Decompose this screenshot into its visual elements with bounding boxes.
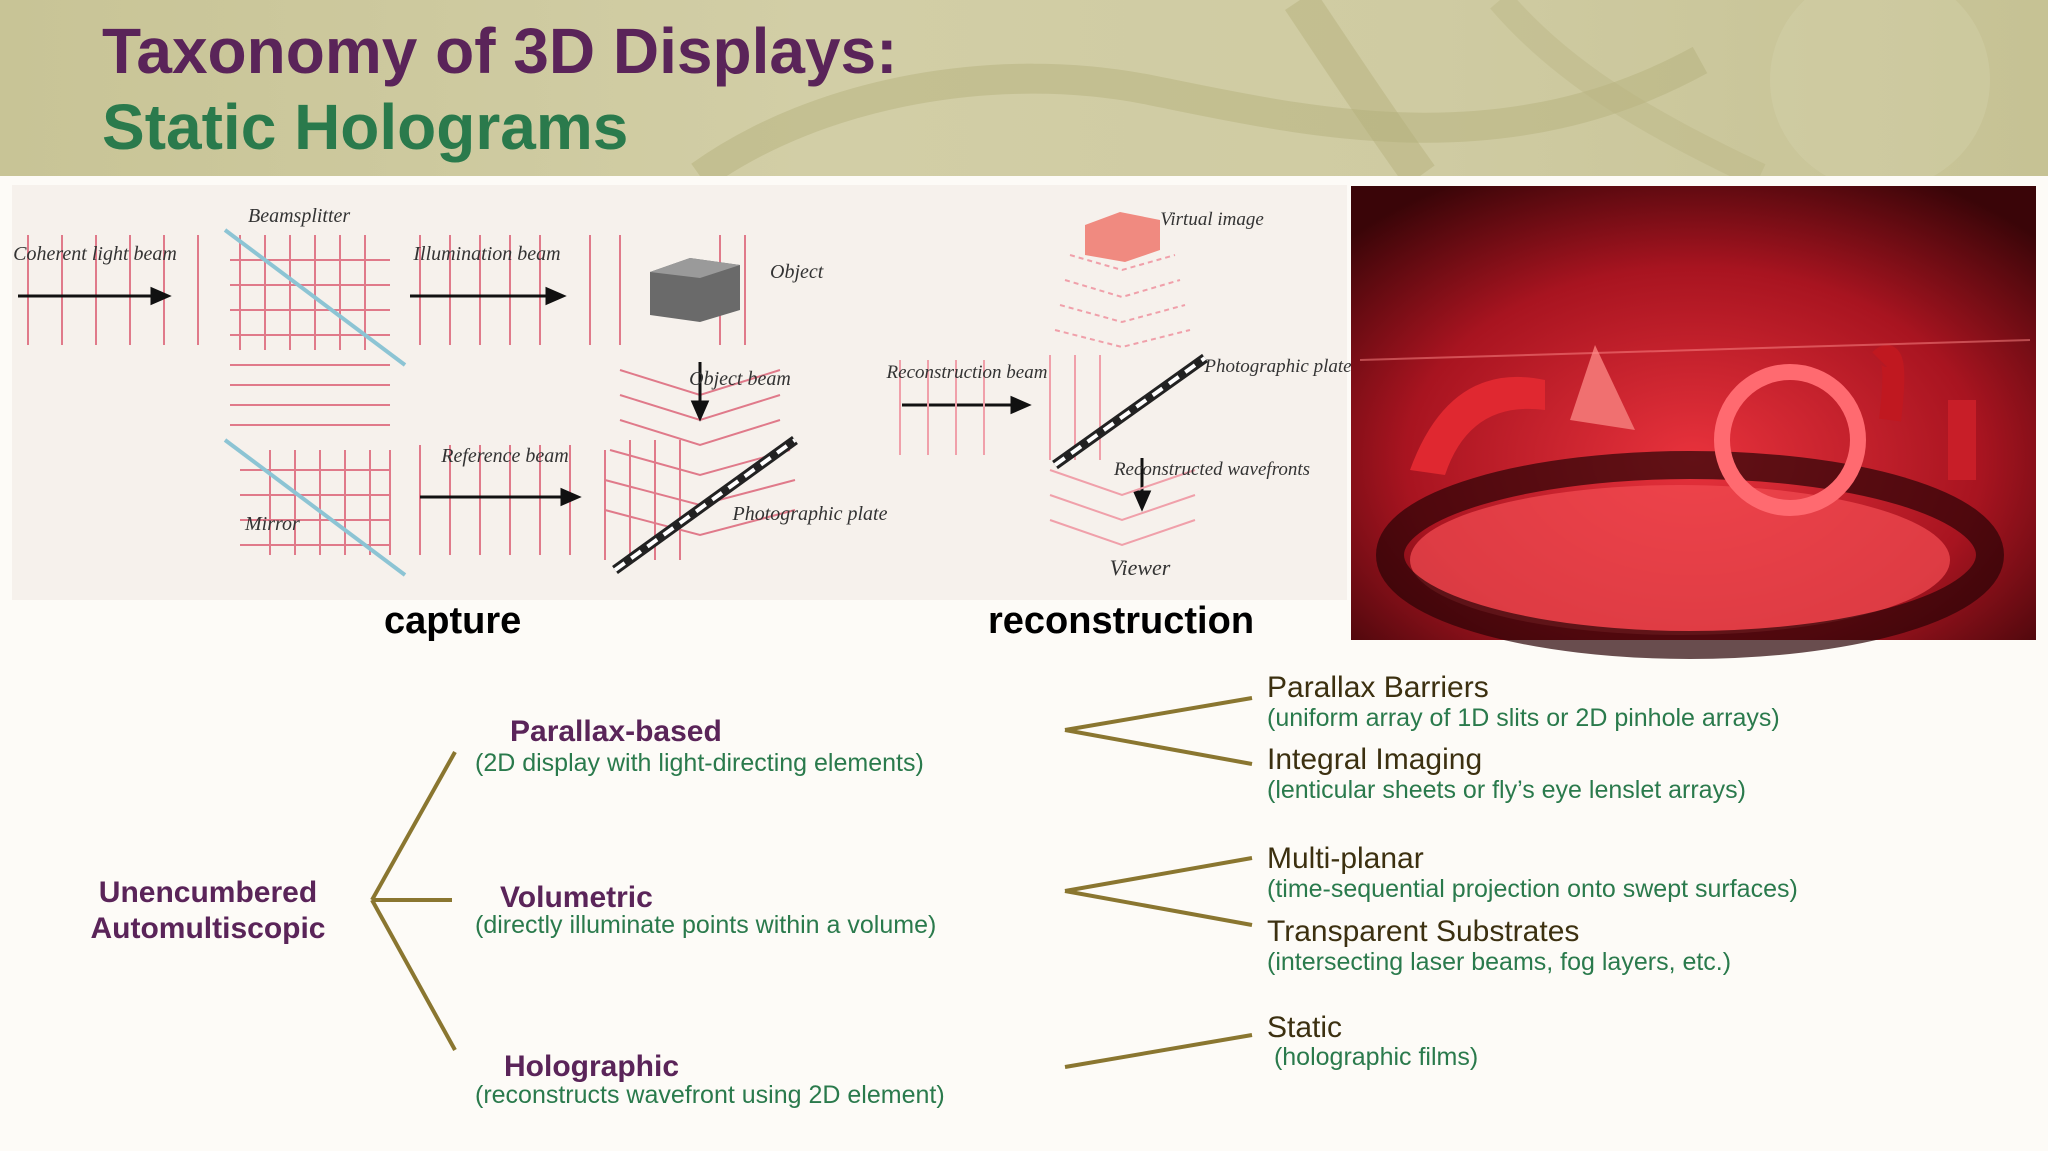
illumination-wavefronts (419, 235, 746, 345)
coherent-wavefronts (27, 235, 199, 345)
object-cube (650, 258, 740, 322)
page-subtitle: Static Holograms (102, 91, 629, 163)
connector-static (1064, 1033, 1253, 1069)
root-line1: Unencumbered (98, 876, 318, 909)
connector-multiplanar (1064, 856, 1253, 893)
leaf-static-title: Static (1267, 1011, 1343, 1044)
banner-decoration (691, 0, 1990, 176)
hologram-photo (1351, 186, 2036, 659)
category-parallax-title: Parallax-based (510, 715, 722, 748)
capture-caption: capture (384, 600, 522, 642)
object-beam-label: Object beam (689, 368, 791, 390)
reference-wavefronts (419, 445, 571, 555)
category-holographic-title: Holographic (504, 1050, 680, 1083)
leaf-transparent-substrates-title: Transparent Substrates (1267, 915, 1580, 948)
coherent-beam-label: Coherent light beam (13, 243, 177, 265)
reference-beam-label: Reference beam (440, 445, 569, 467)
mirror-label: Mirror (244, 513, 300, 535)
page-title: Taxonomy of 3D Displays: (102, 15, 898, 87)
leaf-parallax-barriers-subtitle: (uniform array of 1D slits or 2D pinhole… (1267, 704, 1780, 732)
reconstruction-caption: reconstruction (988, 600, 1255, 642)
plate-label-reconstruction: Photographic plate (1203, 356, 1351, 377)
virtual-image-rays (1054, 254, 1191, 349)
reconstruction-beam-label: Reconstruction beam (886, 362, 1048, 383)
connector-root-holographic (370, 899, 457, 1051)
illumination-beam-label: Illumination beam (412, 243, 560, 265)
leaf-static-subtitle: (holographic films) (1267, 1043, 1479, 1071)
reconstructed-wavefronts-label: Reconstructed wavefronts (1113, 459, 1310, 480)
viewer-label: Viewer (1110, 555, 1171, 580)
leaf-integral-imaging-subtitle: (lenticular sheets or fly’s eye lenslet … (1267, 776, 1746, 804)
connector-parallax-barriers (1064, 696, 1253, 732)
virtual-image-cube (1085, 212, 1160, 262)
beamsplitter-grid (230, 235, 390, 426)
category-holographic-subtitle: (reconstructs wavefront using 2D element… (475, 1081, 945, 1109)
root-node: Unencumbered Automultiscopic (78, 875, 338, 947)
beamsplitter (223, 228, 407, 367)
mirror-grid (240, 450, 391, 555)
object-label: Object (770, 261, 824, 283)
category-volumetric-title: Volumetric (500, 881, 653, 914)
reconstruction-wavefronts (899, 355, 1101, 460)
photographic-plate-capture (612, 435, 798, 575)
leaf-multiplanar-subtitle: (time-sequential projection onto swept s… (1267, 875, 1798, 903)
connector-root-parallax (370, 751, 457, 901)
category-parallax-subtitle: (2D display with light-directing element… (475, 749, 924, 777)
leaf-transparent-substrates-subtitle: (intersecting laser beams, fog layers, e… (1267, 948, 1732, 976)
category-volumetric-subtitle: (directly illuminate points within a vol… (475, 911, 937, 939)
reconstructed-wavefronts (1049, 469, 1196, 547)
virtual-image-label: Virtual image (1160, 209, 1264, 230)
photographic-plate-reconstruction (1052, 353, 1208, 470)
root-line2: Automultiscopic (90, 912, 326, 945)
diagram-background (12, 185, 1347, 600)
mirror (223, 438, 407, 577)
connector-transparent (1064, 889, 1253, 927)
beam-arrows (18, 286, 1152, 512)
leaf-parallax-barriers-title: Parallax Barriers (1267, 671, 1489, 704)
connector-integral-imaging (1064, 728, 1253, 766)
plate-label-capture: Photographic plate (732, 503, 888, 525)
title-banner: Taxonomy of 3D Displays: Static Hologram… (0, 0, 2048, 176)
object-beam-wavefronts (604, 369, 796, 560)
leaf-multiplanar-title: Multi-planar (1267, 842, 1424, 875)
beamsplitter-label: Beamsplitter (248, 205, 350, 227)
leaf-integral-imaging-title: Integral Imaging (1267, 743, 1483, 776)
